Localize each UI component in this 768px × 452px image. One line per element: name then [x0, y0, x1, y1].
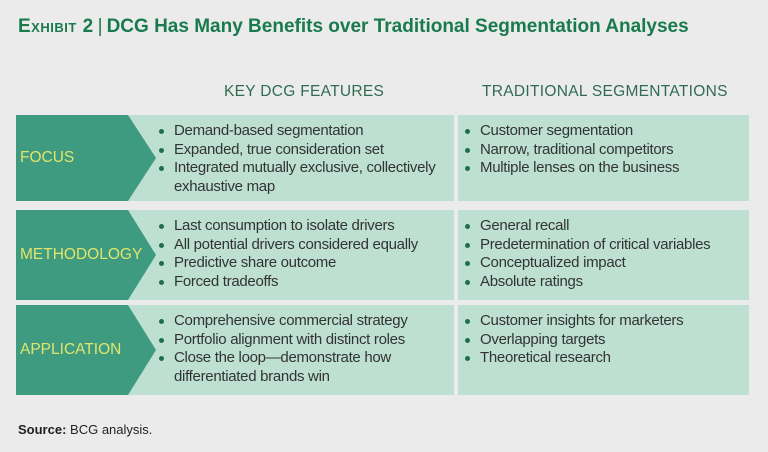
row-label: APPLICATION [20, 341, 122, 358]
exhibit-title: Exhibit 2|DCG Has Many Benefits over Tra… [18, 14, 758, 40]
exhibit-number: Exhibit 2 [18, 16, 94, 37]
source-text: BCG analysis. [70, 422, 153, 437]
list-item: General recall [463, 217, 749, 236]
traditional-panel [458, 115, 749, 201]
row-application: APPLICATION Comprehensive commercial str… [16, 305, 749, 395]
row-methodology: METHODOLOGY Last consumption to isolate … [16, 210, 749, 300]
list-item: Forced tradeoffs [157, 273, 451, 292]
list-item: Predictive share outcome [157, 254, 451, 273]
source-note: Source: BCG analysis. [18, 422, 152, 437]
list-item: All potential drivers considered equally [157, 236, 451, 255]
list-item: Multiple lenses on the business [463, 159, 749, 178]
list-item: Conceptualized impact [463, 254, 749, 273]
title-text: DCG Has Many Benefits over Traditional S… [106, 16, 689, 37]
list-item: Expanded, true consideration set [157, 141, 451, 160]
list-item: Integrated mutually exclusive, collectiv… [157, 159, 451, 196]
traditional-panel [458, 210, 749, 300]
row-label-arrow [16, 210, 156, 300]
list-item: Close the loop—demonstrate how different… [157, 349, 451, 386]
list-item: Overlapping targets [463, 331, 749, 350]
list-item: Predetermination of critical variables [463, 236, 749, 255]
list-item: Demand-based segmentation [157, 122, 451, 141]
row-label: METHODOLOGY [20, 246, 143, 263]
list-item: Narrow, traditional competitors [463, 141, 749, 160]
list-item: Portfolio alignment with distinct roles [157, 331, 451, 350]
row-label: FOCUS [20, 149, 75, 166]
list-item: Absolute ratings [463, 273, 749, 292]
source-label: Source: [18, 422, 67, 437]
title-separator: | [97, 16, 103, 37]
list-item: Customer segmentation [463, 122, 749, 141]
list-item: Theoretical research [463, 349, 749, 368]
list-item: Customer insights for marketers [463, 312, 749, 331]
row-label-arrow [16, 115, 156, 201]
list-item: Comprehensive commercial strategy [157, 312, 451, 331]
column-header-dcg: KEY DCG FEATURES [224, 83, 385, 100]
row-label-arrow [16, 305, 156, 395]
list-item: Last consumption to isolate drivers [157, 217, 451, 236]
column-header-traditional: TRADITIONAL SEGMENTATIONS [482, 83, 728, 100]
traditional-panel [458, 305, 749, 395]
